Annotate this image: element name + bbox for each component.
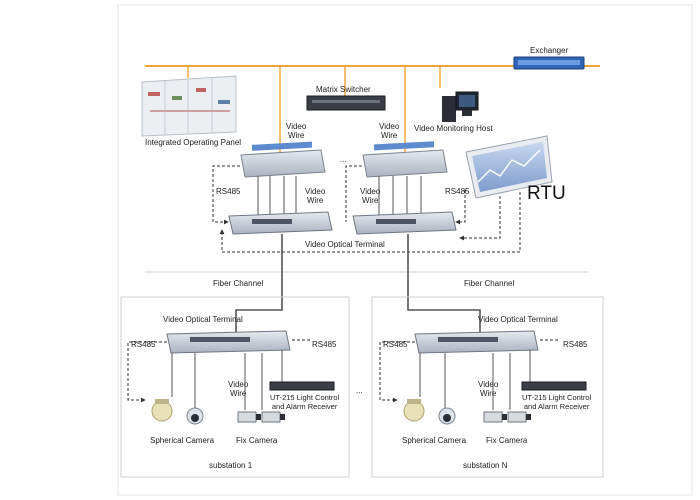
video-monitoring-host-device [442,91,479,122]
substation-1-dome-camera [186,407,204,425]
substation-1-fix-camera-label: Fix Camera [236,436,278,445]
substation-1-wires [171,350,283,410]
substation-1-video-optical-terminal-label: Video Optical Terminal [163,315,243,324]
substation-1-receiver-label: UT-215 Light Control and Alarm Receiver [270,393,340,411]
top-left-wires [257,176,297,216]
substation-1-fix-cameras [237,411,285,423]
substation-n-rs485-right-label: RS485 [563,340,588,349]
video-monitoring-host-label: Video Monitoring Host [414,124,493,133]
fiber-channel-left-label: Fiber Channel [213,279,264,288]
exchanger-device [513,56,585,70]
top-rs485-dashed-links [212,165,521,253]
exchanger-label: Exchanger [530,46,569,55]
rtu-label: RTU [527,183,566,204]
substation-n-video-optical-terminal-label: Video Optical Terminal [478,315,558,324]
substation-1-spherical-camera [151,399,173,422]
substation-n-spherical-camera [403,399,425,422]
top-right-lower-video-wire-label: Video Wire [360,187,381,205]
substation-1-spherical-camera-label: Spherical Camera [150,436,215,445]
top-left-video-switcher [240,141,326,178]
substation-n-fix-cameras [483,411,531,423]
fiber-links [235,234,481,333]
substation-ellipsis: ... [356,386,363,395]
fiber-channel-right-label: Fiber Channel [464,279,515,288]
substation-n-video-wire-label: Video Wire [478,380,499,398]
substation-1-rs485-right-label: RS485 [312,340,337,349]
substation-1-dashed-links [127,339,310,403]
substation-1-rs485-left-label: RS485 [131,340,156,349]
top-left-lower-video-wire-label: Video Wire [305,187,326,205]
substation-n-spherical-camera-label: Spherical Camera [402,436,467,445]
matrix-switcher-label: Matrix Switcher [316,85,371,94]
substation-1-video-wire-label: Video Wire [228,380,249,398]
substation-n-receiver-label: UT-215 Light Control and Alarm Receiver [522,393,592,411]
rtu-device [465,135,553,199]
top-right-rs485-label: RS485 [445,187,470,196]
substation-n-dashed-links [379,339,558,403]
top-right-video-wire-label: Video Wire [379,122,400,140]
substation-n-video-optical-terminal [414,330,539,354]
substation-n-wires [419,350,531,410]
substation-1-video-optical-terminal [166,330,291,354]
matrix-switcher-device [306,95,386,111]
outer-frame [117,4,693,496]
substation-n-rs485-left-label: RS485 [383,340,408,349]
top-left-rs485-label: RS485 [216,187,241,196]
top-ellipsis: ... [340,155,347,164]
top-right-video-switcher [362,141,448,178]
substation-1-receiver [269,381,335,391]
top-left-video-wire-label: Video Wire [286,122,307,140]
substation-n-name: substation N [463,461,508,470]
top-right-wires [378,176,422,216]
substation-n-fix-camera-label: Fix Camera [486,436,528,445]
substation-1-name: substation 1 [209,461,253,470]
substation-n-box [371,296,604,478]
substation-n-dome-camera [438,407,456,425]
substation-1-box [120,296,350,478]
top-video-optical-terminal-label: Video Optical Terminal [305,240,385,249]
integrated-operating-panel-label: Integrated Operating Panel [145,138,242,147]
substation-n-receiver [521,381,587,391]
integrated-operating-panel-device [141,75,237,137]
top-right-video-optical-terminal [352,211,457,235]
top-left-video-optical-terminal [228,211,333,235]
